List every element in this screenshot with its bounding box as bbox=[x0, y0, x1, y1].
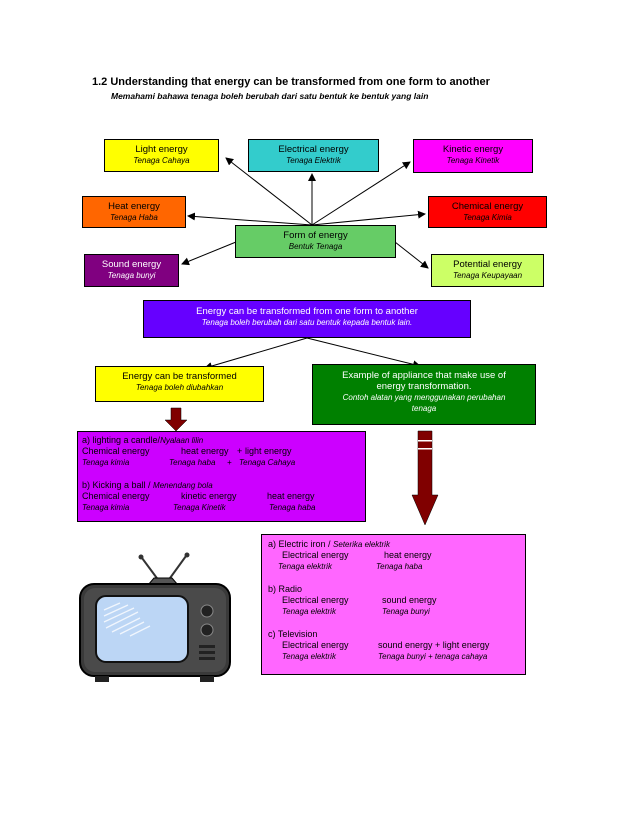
appliance-radio-row-ms: Tenaga elektrik Tenaga bunyi bbox=[282, 607, 430, 616]
statement-label: Energy can be transformed from one form … bbox=[196, 306, 418, 317]
transform-box: Energy can be transformed Tenaga boleh d… bbox=[95, 366, 264, 402]
appliance-radio-title: b) Radio bbox=[268, 584, 303, 594]
section-heading: 1.2 Understanding that energy can be tra… bbox=[92, 76, 490, 88]
example-b-row-ms: Tenaga kimia Tenaga Kinetik Tenaga haba bbox=[82, 503, 316, 512]
arrow-to-chemical bbox=[311, 210, 426, 226]
form-potential-label: Potential energy bbox=[453, 259, 522, 270]
form-sound-box: Sound energy Tenaga bunyi bbox=[84, 254, 179, 287]
appliance-label-ms-line1: Contoh alatan yang menggunakan perubahan bbox=[342, 393, 506, 402]
form-kinetic-box: Kinetic energy Tenaga Kinetik bbox=[413, 139, 533, 173]
center-form-label: Form of energy bbox=[283, 230, 348, 241]
down-arrow-icon bbox=[411, 430, 439, 526]
form-potential-box: Potential energy Tenaga Keupayaan bbox=[431, 254, 544, 287]
form-chemical-box: Chemical energy Tenaga Kimia bbox=[428, 196, 547, 228]
appliance-radio-row: Electrical energy sound energy bbox=[282, 595, 437, 605]
transform-label-ms: Tenaga boleh diubahkan bbox=[135, 383, 224, 392]
appliance-tv-title: c) Television bbox=[268, 629, 318, 639]
example-b-title: b) Kicking a ball / Menendang bola bbox=[82, 480, 213, 490]
form-potential-label-ms: Tenaga Keupayaan bbox=[452, 271, 523, 280]
arrow-to-heat bbox=[187, 212, 313, 226]
arrow-to-transform-box bbox=[204, 337, 308, 370]
appliance-iron-row-ms: Tenaga elektrik Tenaga haba bbox=[278, 562, 423, 571]
statement-box: Energy can be transformed from one form … bbox=[143, 300, 471, 338]
example-a-row-ms: Tenaga kimia Tenaga haba + Tenaga Cahaya bbox=[82, 458, 296, 467]
appliance-box: Example of appliance that make use of en… bbox=[312, 364, 536, 425]
example-b-row: Chemical energy kinetic energy heat ener… bbox=[82, 491, 315, 501]
form-kinetic-label: Kinetic energy bbox=[442, 144, 504, 155]
center-form-label-ms: Bentuk Tenaga bbox=[288, 242, 343, 251]
down-arrow-icon bbox=[164, 407, 188, 432]
television-icon bbox=[79, 552, 231, 682]
appliance-iron-row: Electrical energy heat energy bbox=[282, 550, 432, 560]
form-heat-box: Heat energy Tenaga Haba bbox=[82, 196, 186, 228]
section-subheading: Memahami bahawa tenaga boleh berubah dar… bbox=[111, 91, 429, 101]
arrow-to-potential bbox=[394, 241, 429, 269]
form-chemical-label: Chemical energy bbox=[451, 201, 524, 212]
form-heat-label: Heat energy bbox=[108, 201, 160, 212]
example-a-title: a) lighting a candle/Nyalaan lilin bbox=[82, 435, 204, 445]
form-heat-label-ms: Tenaga Haba bbox=[110, 213, 158, 222]
form-sound-label: Sound energy bbox=[101, 259, 162, 270]
form-light-label-ms: Tenaga Cahaya bbox=[133, 156, 190, 165]
appliance-label-line2: energy transformation. bbox=[376, 381, 472, 392]
center-form-box: Form of energy Bentuk Tenaga bbox=[235, 225, 396, 258]
form-sound-label-ms: Tenaga bunyi bbox=[107, 271, 156, 280]
form-electrical-label-ms: Tenaga Elektrik bbox=[286, 156, 341, 165]
appliance-tv-row-ms: Tenaga elektrik Tenaga bunyi + tenaga ca… bbox=[282, 652, 488, 661]
statement-label-ms: Tenaga boleh berubah dari satu bentuk ke… bbox=[201, 318, 413, 327]
appliance-iron-title: a) Electric iron / Seterika elektrik bbox=[268, 539, 390, 549]
form-kinetic-label-ms: Tenaga Kinetik bbox=[446, 156, 500, 165]
form-electrical-label: Electrical energy bbox=[278, 144, 349, 155]
appliance-label-line1: Example of appliance that make use of bbox=[342, 370, 506, 381]
arrow-to-sound bbox=[181, 241, 237, 266]
arrow-to-light bbox=[225, 157, 313, 226]
appliances-panel: a) Electric iron / Seterika elektrik Ele… bbox=[261, 534, 526, 675]
transform-label: Energy can be transformed bbox=[122, 371, 237, 382]
form-chemical-label-ms: Tenaga Kimia bbox=[463, 213, 512, 222]
arrow-to-kinetic bbox=[311, 161, 411, 226]
form-light-box: Light energy Tenaga Cahaya bbox=[104, 139, 219, 172]
appliance-tv-row: Electrical energy sound energy + light e… bbox=[282, 640, 490, 650]
example-a-row: Chemical energy heat energy + light ener… bbox=[82, 446, 292, 456]
appliance-label-ms-line2: tenaga bbox=[411, 404, 437, 413]
form-electrical-box: Electrical energy Tenaga Elektrik bbox=[248, 139, 379, 172]
arrow-to-appliance-box bbox=[306, 337, 421, 369]
examples-panel: a) lighting a candle/Nyalaan lilin Chemi… bbox=[77, 431, 366, 522]
form-light-label: Light energy bbox=[135, 144, 188, 155]
